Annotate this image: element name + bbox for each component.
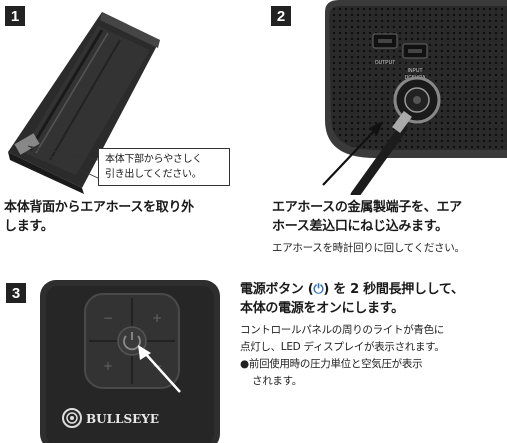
heading-text-a: 電源ボタン ( — [240, 282, 314, 297]
callout-line-2: 引き出してください。 — [105, 169, 202, 180]
step-1-heading: 本体背面からエアホースを取り外 します。 — [4, 198, 249, 236]
brand-logo: BULLSEYE — [86, 412, 159, 426]
step-3-heading-line-1: 電源ボタン (⏻) を 2 秒間長押しして、 — [240, 280, 507, 299]
step-2-image: OUTPUT INPUT DC5V/2A — [265, 0, 507, 195]
power-icon: ⏻ — [313, 282, 324, 297]
step-3-image: − + + − BULLSEYE — [40, 280, 220, 443]
step-1-callout: 本体下部からやさしく 引き出してください。 — [98, 148, 230, 186]
desc-line-2: 点灯し、LED ディスプレイが表示されます。 — [240, 341, 445, 353]
heading-text-b: ) を 2 秒間長押しして、 — [323, 282, 464, 297]
step-2-badge: 2 — [271, 6, 291, 26]
step-1-heading-line-2: します。 — [4, 219, 54, 234]
step-2-heading: エアホースの金属製端子を、エア ホース差込口にねじ込みます。 — [272, 198, 507, 236]
step-2-heading-line-2: ホース差込口にねじ込みます。 — [272, 219, 448, 234]
svg-text:+: + — [103, 359, 113, 373]
svg-text:+: + — [152, 311, 162, 325]
bullet-line-2: されます。 — [252, 375, 302, 387]
step-3-badge: 3 — [6, 283, 26, 303]
bullet-text-1: 前回使用時の圧力単位と空気圧が表示 — [248, 358, 423, 370]
input-port-label-1: INPUT — [408, 68, 423, 74]
desc-line-1: コントロールパネルの周りのライトが青色に — [240, 324, 444, 336]
device-ports-illustration: OUTPUT INPUT DC5V/2A — [322, 0, 507, 195]
svg-text:−: − — [103, 311, 113, 325]
step-2-heading-line-1: エアホースの金属製端子を、エア — [272, 200, 462, 215]
step-1-heading-line-1: 本体背面からエアホースを取り外 — [4, 200, 194, 215]
step-2-note: エアホースを時計回りに回してください。 — [272, 242, 465, 254]
step-3-heading: 電源ボタン (⏻) を 2 秒間長押しして、 本体の電源をオンにします。 — [240, 280, 507, 318]
step-3-heading-line-2: 本体の電源をオンにします。 — [240, 301, 404, 316]
step-1-badge: 1 — [5, 6, 25, 26]
bullet-line-1: ●前回使用時の圧力単位と空気圧が表示 — [240, 356, 507, 373]
step-3-description: コントロールパネルの周りのライトが青色に 点灯し、LED ディスプレイが表示され… — [240, 322, 507, 390]
callout-line-1: 本体下部からやさしく — [105, 154, 202, 165]
step-1-image — [0, 0, 250, 195]
output-port-label: OUTPUT — [375, 60, 396, 66]
device-back-illustration — [8, 12, 160, 194]
control-panel-illustration: − + + − BULLSEYE — [40, 280, 220, 443]
bullet-icon: ● — [240, 358, 249, 370]
